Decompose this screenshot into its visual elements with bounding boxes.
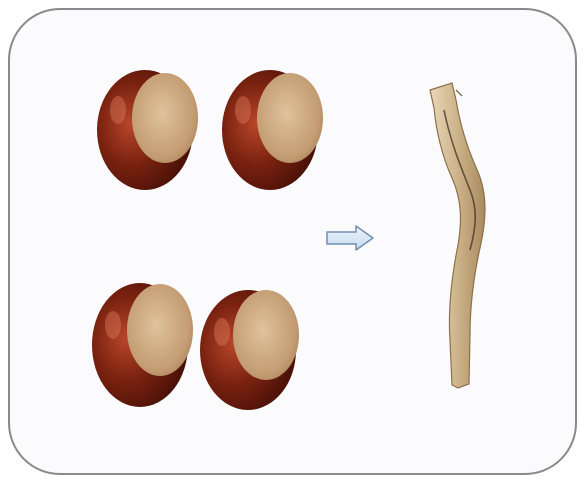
- conker: [200, 290, 299, 410]
- conker: [222, 70, 323, 190]
- conker: [97, 70, 198, 190]
- stick: [430, 83, 485, 388]
- right-arrow-icon: [327, 226, 373, 250]
- conker: [92, 283, 193, 407]
